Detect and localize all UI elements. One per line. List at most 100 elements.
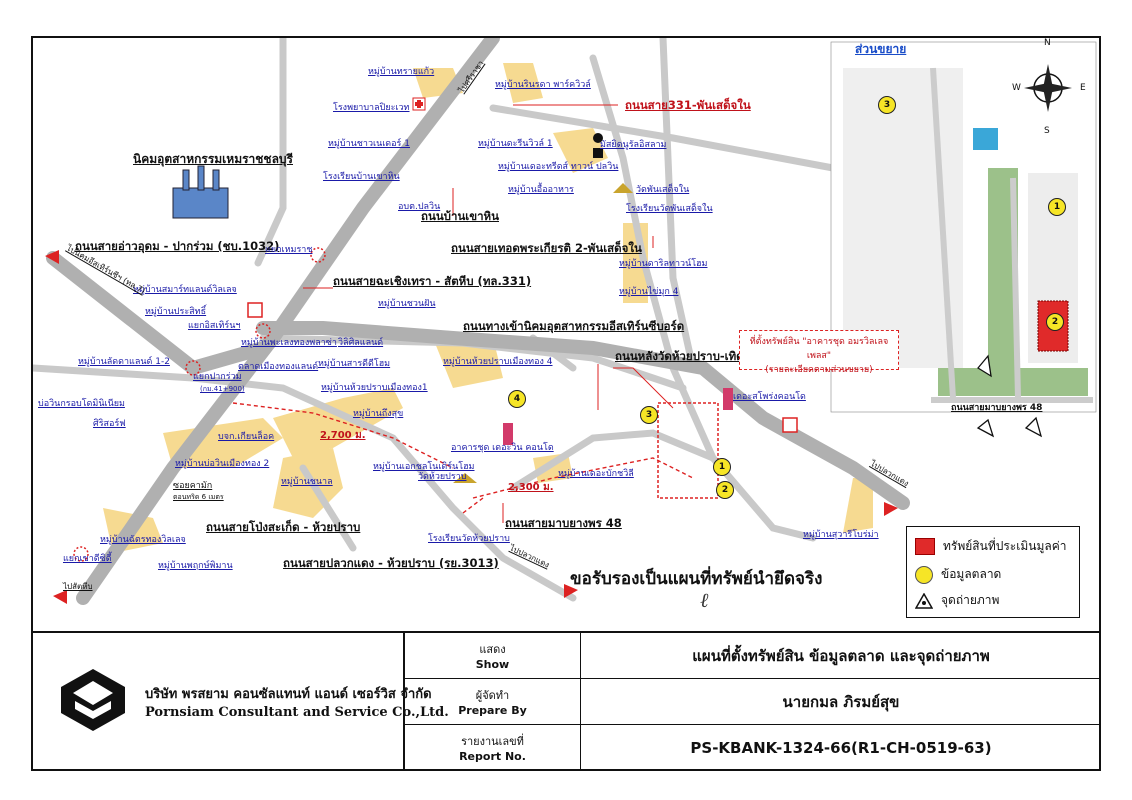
area-7 bbox=[503, 63, 543, 103]
label-yaek-hemaraj: แยกเหมราช bbox=[265, 245, 313, 255]
road-chachoengsao: ถนนสายฉะเชิงเทรา - สัตหีบ (ทล.331) bbox=[333, 274, 532, 288]
inset-road-1 bbox=[930, 67, 956, 399]
label-soi-khamuk-sub: ตอนทริด 6 เมตร bbox=[173, 493, 224, 501]
label-bo-win-golf: บ่อวินกรอบโดมินิเนียม bbox=[38, 399, 125, 409]
property-note-line2: (รายละเอียดตามส่วนขยาย) bbox=[765, 365, 873, 375]
road-eastern bbox=[256, 321, 910, 510]
row-report: รายงานเลขที่ Report No. PS-KBANK-1324-66… bbox=[405, 725, 1101, 770]
market-marker-4: 4 bbox=[508, 390, 526, 408]
area-2 bbox=[273, 388, 403, 458]
label-ban-dee-vil: หมู่บ้านเดอะทรีดส์ ทาวน์ ปลวิน bbox=[498, 162, 619, 172]
label-wat-phan: วัดพันเสด็จใน bbox=[636, 185, 690, 195]
label-ban-khai-muk: หมู่บ้านไข่มุก 4 bbox=[619, 287, 679, 297]
road-behind-wat: ถนนหลังวัดห้วยปราบ-เทิดพระเกียรติ 2 bbox=[615, 349, 807, 363]
label-ban-suvari: หมู่บ้านสุวารีโบร่ม่า bbox=[803, 530, 879, 540]
label-ban-thung-suk: หมู่บ้านถึงสุข bbox=[353, 409, 404, 419]
label-yaek-pak-ruam: แยกปากร่วม bbox=[193, 372, 242, 382]
mosque-icon bbox=[593, 133, 603, 158]
label-ban-bowin-2: หมู่บ้านบ่อวินเมืองทอง 2 bbox=[175, 459, 270, 469]
bank-icon bbox=[782, 417, 798, 433]
row-show-label: แสดง Show bbox=[405, 633, 581, 678]
market-marker-3: 3 bbox=[640, 406, 658, 424]
property-note: ที่ตั้งทรัพย์สิน "อาคารชุด อมรวิลเลจ เพล… bbox=[739, 330, 899, 375]
direction-arrows bbox=[45, 250, 898, 604]
inset-marker-2: 2 bbox=[1046, 313, 1064, 331]
area-9 bbox=[843, 478, 873, 533]
label-ban-rinrada: หมู่บ้านรินรดา พาร์ควิวล์ bbox=[495, 80, 591, 90]
arrow-pluak-2 bbox=[884, 502, 898, 516]
label-ban-khon-phan: หมู่บ้านชวนฝัน bbox=[378, 299, 436, 309]
temple-icon bbox=[613, 183, 633, 193]
label-ban-na: หมู่บ้านชนาล bbox=[281, 477, 333, 487]
minor-road-g bbox=[299, 464, 357, 552]
label-school-huai-prap: โรงเรียนวัดห้วยปราบ bbox=[428, 534, 510, 544]
label-siri: ศิริสอร์ฟ bbox=[93, 419, 126, 429]
company-name-en: Pornsiam Consultant and Service Co.,Ltd. bbox=[145, 705, 449, 720]
junction-khao-ti bbox=[73, 546, 89, 562]
route-27 bbox=[232, 402, 454, 469]
label-ban-pakong: หมู่บ้านพะเลงทองพลาซ่า bbox=[241, 338, 337, 348]
bank-icon-2 bbox=[247, 302, 263, 318]
company-logo-icon bbox=[61, 669, 125, 731]
photo-markers bbox=[976, 354, 1043, 438]
label-ban-ekachon: หมู่บ้านเอกชลโนเดิร์นโฮม bbox=[373, 462, 475, 472]
label-ban-saran: หมู่บ้านสารดีดีโฮม bbox=[318, 359, 391, 369]
label-obt: อบต.ปลวิน bbox=[398, 202, 441, 212]
label-ban-the-win: หมู่บ้านเดอะบักชวิลี bbox=[558, 469, 634, 479]
road-ao-udom: ถนนสายอ่าวอุดม - ปากร่วม (ชบ.1032) bbox=[75, 239, 280, 253]
label-ban-huai-prap-4: หมู่บ้านห้วยปราบเมืองทอง 4 bbox=[443, 357, 553, 367]
label-mosque: มัสยิดนูรัลอิสลาม bbox=[600, 140, 667, 150]
label-ban-chatchai: หมู่บ้านฉัตรทองวิลเลจ bbox=[100, 535, 186, 545]
legend-asset: ทรัพย์สินที่ประเมินมูลค่า bbox=[915, 537, 1067, 556]
route-arrow bbox=[462, 497, 484, 514]
photo-mark-3 bbox=[977, 354, 992, 378]
community-areas bbox=[103, 63, 873, 553]
map-frame bbox=[31, 36, 1101, 771]
factory-icon bbox=[172, 165, 229, 219]
label-wilisilsan: วิลิศิลแลนด์ bbox=[338, 338, 384, 348]
road-pong-sakae: ถนนสายโป่งสะเก็ด - ห้วยปราบ bbox=[206, 520, 361, 534]
label-soi-khamuk: ซอยคามัก bbox=[173, 481, 213, 491]
temple-icon-2 bbox=[453, 473, 477, 483]
label-school-wat-phan: โรงเรียนวัดพันเสด็จใน bbox=[626, 204, 713, 214]
route-lines bbox=[232, 402, 694, 514]
row-report-value: PS-KBANK-1324-66(R1-CH-0519-63) bbox=[690, 738, 992, 757]
road-331-phan: ถนนสาย331-พันเสด็จใน bbox=[625, 98, 751, 112]
legend-asset-label: ทรัพย์สินที่ประเมินมูลค่า bbox=[943, 539, 1067, 553]
label-to-sattahip: ไปสัตหีบ bbox=[63, 582, 93, 591]
label-estate: นิคมอุตสาหกรรมเหมราชชลบุรี bbox=[133, 152, 293, 166]
junction-hemaraj bbox=[310, 247, 326, 263]
arrow-pluak bbox=[564, 584, 578, 598]
label-wat-huai-prap: วัดห้วยปราบ bbox=[418, 472, 467, 482]
road-mab-yang-phon: ถนนสายมาบยางพร 48 bbox=[505, 516, 622, 530]
label-ban-land: หมู่บ้านลัดดาแลนด์ 1-2 bbox=[78, 357, 170, 367]
label-bojo: บจก.เกียนล็อค bbox=[218, 432, 275, 442]
property-note-line1: ที่ตั้งทรัพย์สิน "อาคารชุด อมรวิลเลจ เพล… bbox=[749, 337, 889, 361]
label-ban-phruksa: หมู่บ้านพฤกษ์พิมาน bbox=[158, 561, 233, 571]
label-yaek-khao-ti: แยกเขาดีซิดี้ bbox=[63, 554, 112, 564]
label-ban-ue-ahan: หมู่บ้านอื้ออาหาร bbox=[508, 185, 574, 195]
pointer-lines bbox=[303, 104, 674, 523]
legend-market: ข้อมูลตลาด bbox=[915, 565, 1001, 584]
row-prepare-label: ผู้จัดทำ Prepare By bbox=[405, 679, 581, 724]
label-ban-sai-kaew: หมู่บ้านทรายแก้ว bbox=[368, 67, 435, 77]
legend-photo-label: จุดถ่ายภาพ bbox=[941, 593, 1000, 607]
label-hospital: โรงพยาบาลปิยะเวท bbox=[333, 103, 410, 113]
compass-n: N bbox=[1044, 38, 1051, 48]
title-block: บริษัท พรสยาม คอนซัลแทนท์ แอนด์ เซอร์วิส… bbox=[33, 631, 1101, 771]
road-phra-kiat-2: ถนนสายเทอดพระเกียรติ 2-พันเสด็จใน bbox=[451, 241, 642, 255]
label-distance-27: 2,700 ม. bbox=[320, 430, 366, 441]
road-ban-khao-hin: ถนนบ้านเขาหิน bbox=[421, 209, 499, 223]
inset-title: ส่วนขยาย bbox=[855, 42, 907, 56]
map-legend: ทรัพย์สินที่ประเมินมูลค่า ข้อมูลตลาด จุด… bbox=[906, 526, 1080, 618]
area-1 bbox=[163, 418, 283, 468]
row-show: แสดง Show แผนที่ตั้งทรัพย์สิน ข้อมูลตลาด… bbox=[405, 633, 1101, 679]
condo-icon bbox=[503, 423, 513, 445]
label-market: ตลาดเมืองทองแลนด์ bbox=[238, 362, 319, 372]
label-ban-dersen: หมู่บ้านดะรีนวิวล์ 1 bbox=[478, 139, 553, 149]
compass-w: W bbox=[1012, 83, 1021, 93]
compass-rose bbox=[1024, 64, 1072, 112]
inset-road-2 bbox=[1010, 177, 1021, 399]
junction-eastern bbox=[255, 323, 271, 339]
label-ban-huai-prap-1: หมู่บ้านห้วยปราบเมืองทอง1 bbox=[321, 383, 428, 393]
